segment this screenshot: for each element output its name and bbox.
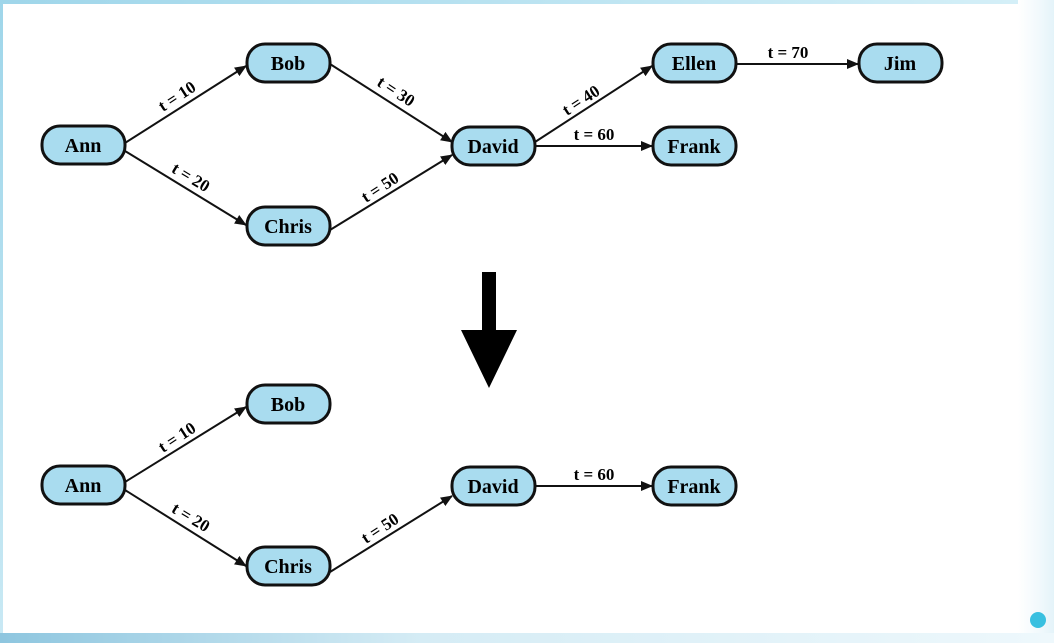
node-frank-top: Frank <box>651 125 738 167</box>
node-label-bob: Bob <box>271 53 305 75</box>
node-label-chris: Chris <box>264 216 312 238</box>
node-bob-bottom: Bob <box>245 383 332 425</box>
node-ann-bottom: Ann <box>40 464 127 506</box>
edge-label-david-frank-bottom: t = 60 <box>574 465 615 484</box>
node-label-frank: Frank <box>667 136 721 158</box>
node-label-david-bottom: David <box>467 476 518 498</box>
node-label-ellen: Ellen <box>672 53 716 75</box>
edge-ann-chris-top: t = 20 <box>124 150 247 226</box>
edge-ann-bob-top: t = 10 <box>124 65 247 144</box>
node-label-frank-bottom: Frank <box>667 476 721 498</box>
node-ellen-top: Ellen <box>651 42 738 84</box>
edge-ellen-jim-top: t = 70 <box>736 43 859 69</box>
edge-label-david-ellen: t = 40 <box>559 81 604 119</box>
edge-ann-chris-bottom: t = 20 <box>124 489 247 567</box>
frame-bottom-border <box>0 633 1054 643</box>
frame-left-border <box>0 0 3 643</box>
node-chris-bottom: Chris <box>245 545 332 587</box>
edge-bob-david-top: t = 30 <box>329 63 453 143</box>
frame-top-border <box>0 0 1054 4</box>
node-chris-top: Chris <box>245 205 332 247</box>
node-label-chris-bottom: Chris <box>264 556 312 578</box>
frame-right-gradient <box>1018 0 1054 643</box>
node-ann-top: Ann <box>40 124 127 166</box>
node-david-bottom: David <box>450 465 537 507</box>
edge-label-david-frank: t = 60 <box>574 125 615 144</box>
down-arrow-icon <box>461 272 517 388</box>
node-bob-top: Bob <box>245 42 332 84</box>
edge-david-frank-bottom: t = 60 <box>535 465 653 491</box>
node-label-jim: Jim <box>884 53 917 75</box>
edge-david-frank-top: t = 60 <box>535 125 653 151</box>
node-label-ann: Ann <box>65 135 102 157</box>
edge-label-ellen-jim: t = 70 <box>768 43 809 62</box>
edge-chris-david-top: t = 50 <box>329 154 453 231</box>
edge-chris-david-bottom: t = 50 <box>329 495 453 573</box>
node-jim-top: Jim <box>857 42 944 84</box>
node-label-ann-bottom: Ann <box>65 475 102 497</box>
node-label-bob-bottom: Bob <box>271 394 305 416</box>
node-david-top: David <box>450 125 537 167</box>
corner-dot-decoration <box>1030 612 1046 628</box>
node-label-david: David <box>467 136 518 158</box>
node-frank-bottom: Frank <box>651 465 738 507</box>
edge-label-bob-david: t = 30 <box>374 72 419 110</box>
edge-ann-bob-bottom: t = 10 <box>124 406 247 483</box>
edge-label-chris-david: t = 50 <box>358 168 403 206</box>
